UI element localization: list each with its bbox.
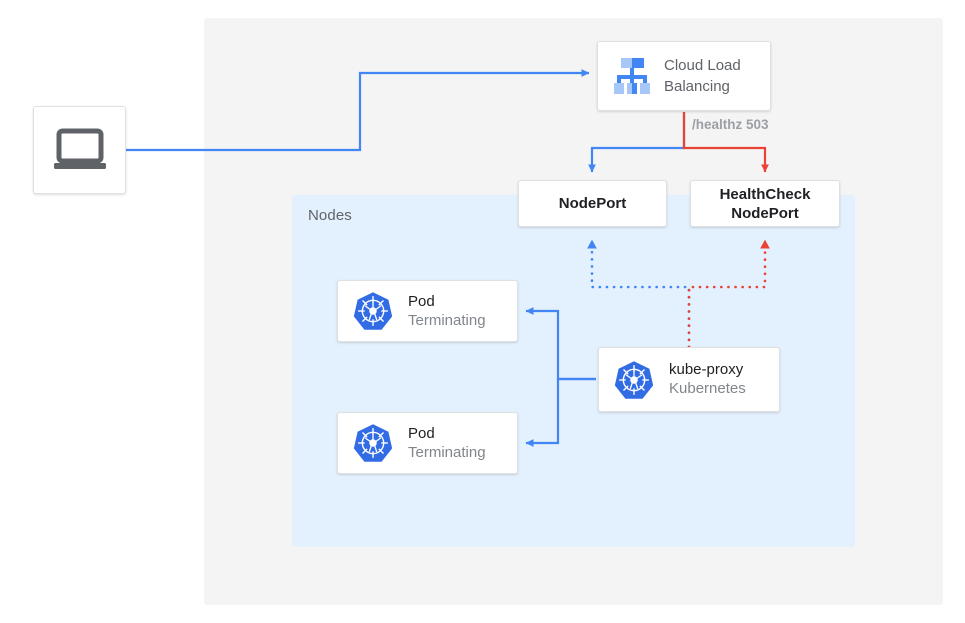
cloud-load-balancing-label-line2: Balancing [664,78,730,95]
healthz-edge-label: /healthz 503 [692,117,769,132]
cloud-load-balancing-label: Cloud Load Balancing [664,55,741,97]
kube-proxy-title: kube-proxy [669,361,744,378]
healthcheck-nodeport-label-line1: HealthCheck [719,185,811,203]
pod-label-1: Pod Terminating [408,292,486,331]
healthcheck-nodeport-node[interactable]: HealthCheck NodePort [690,180,840,227]
kubernetes-icon [353,292,393,330]
nodes-panel-label: Nodes [308,207,352,224]
kube-proxy-subtitle: Kubernetes [669,380,746,397]
pod-node-2[interactable]: Pod Terminating [337,412,518,474]
kubernetes-icon [614,360,654,399]
laptop-icon [53,128,106,169]
pod-label-2: Pod Terminating [408,424,486,463]
kube-proxy-node[interactable]: kube-proxy Kubernetes [598,347,780,412]
pod-title-2: Pod [408,424,435,442]
nodeport-label-line1: NodePort [558,195,627,212]
healthcheck-nodeport-label-line2: NodePort [731,204,799,222]
healthcheck-nodeport-label: HealthCheck NodePort [720,185,811,223]
kube-proxy-label: kube-proxy Kubernetes [669,360,746,399]
pod-node-1[interactable]: Pod Terminating [337,280,518,342]
cloud-load-balancing-label-line1: Cloud Load [664,57,741,74]
kubernetes-icon [353,424,393,462]
pod-title-1: Pod [408,292,435,310]
nodeport-label: NodePort [559,194,627,213]
pod-subtitle-1: Terminating [408,311,486,329]
nodeport-node[interactable]: NodePort [518,180,667,227]
cloud-load-balancing-node[interactable]: Cloud Load Balancing [597,41,771,111]
client-node[interactable] [33,106,126,194]
pod-subtitle-2: Terminating [408,443,486,461]
cloud-load-balancing-icon [614,58,650,94]
